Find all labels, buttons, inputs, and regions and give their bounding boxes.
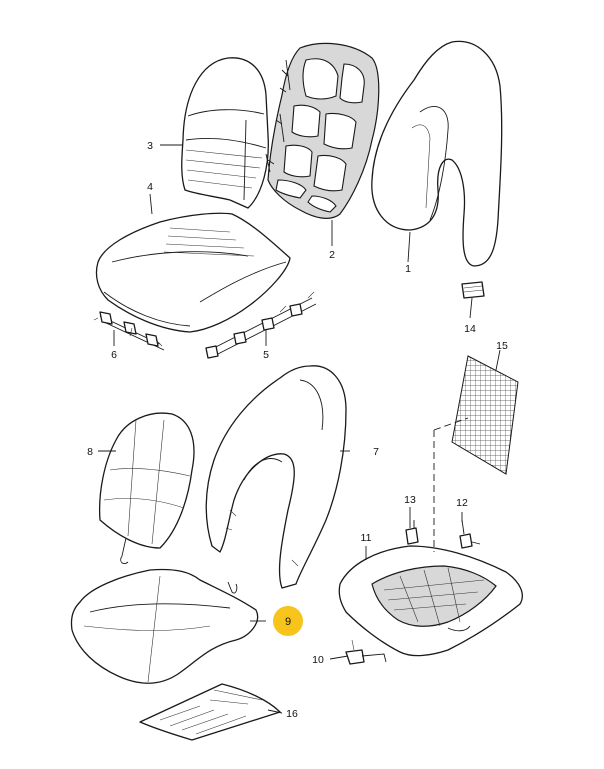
callout-label: 8 — [87, 446, 93, 458]
callout-15[interactable]: 15 — [496, 340, 508, 352]
part-10-lever[interactable] — [345, 639, 387, 665]
part-2-backrest-frame[interactable] — [265, 42, 380, 219]
part-11-seat-frame[interactable] — [338, 545, 523, 657]
callout-label: 9 — [285, 616, 291, 628]
callout-8[interactable]: 8 — [87, 446, 93, 458]
callout-7[interactable]: 7 — [373, 446, 379, 458]
callout-4[interactable]: 4 — [147, 181, 153, 193]
callout-label: 6 — [111, 349, 117, 361]
callout-label: 5 — [263, 349, 269, 361]
callout-14[interactable]: 14 — [464, 323, 476, 335]
assembly-line — [433, 417, 469, 552]
callout-6[interactable]: 6 — [111, 349, 117, 361]
callout-label: 10 — [312, 654, 324, 666]
part-16-seat-heating-pad[interactable] — [139, 683, 281, 741]
callout-16[interactable]: 16 — [286, 708, 298, 720]
part-9-seat-cushion[interactable] — [70, 568, 259, 684]
callout-13[interactable]: 13 — [404, 494, 416, 506]
callout-label: 4 — [147, 181, 153, 193]
part-12-connector[interactable] — [459, 519, 481, 549]
callout-12[interactable]: 12 — [456, 497, 468, 509]
callout-3[interactable]: 3 — [147, 140, 153, 152]
leader-lines — [98, 144, 501, 714]
callout-9-highlighted[interactable]: 9 — [273, 606, 303, 636]
callout-label: 16 — [286, 708, 298, 720]
callout-label: 14 — [464, 323, 476, 335]
part-14-clip[interactable] — [461, 281, 485, 299]
part-5-clip-rail[interactable] — [205, 291, 317, 359]
part-1-backrest-cover[interactable] — [371, 40, 503, 267]
callout-10[interactable]: 10 — [312, 654, 324, 666]
callout-label: 1 — [405, 263, 411, 275]
callout-5[interactable]: 5 — [263, 349, 269, 361]
callout-label: 2 — [329, 249, 335, 261]
callout-1[interactable]: 1 — [405, 263, 411, 275]
part-8-backrest-cushion[interactable] — [98, 412, 195, 565]
highlight-marker — [273, 606, 303, 636]
callout-label: 11 — [361, 532, 372, 544]
part-7-backrest-cover[interactable] — [205, 365, 347, 589]
part-6-clip-rail[interactable] — [93, 311, 165, 351]
callout-2[interactable]: 2 — [329, 249, 335, 261]
part-15-heating-mat[interactable] — [451, 355, 519, 475]
callout-label: 13 — [404, 494, 416, 506]
part-3-backrest-cushion[interactable] — [181, 57, 269, 209]
part-4-seat-cushion[interactable] — [95, 212, 291, 333]
callout-label: 12 — [456, 497, 468, 509]
callout-label: 7 — [373, 446, 379, 458]
callout-label: 3 — [147, 140, 153, 152]
part-13-fastener[interactable] — [405, 520, 419, 545]
callout-label: 15 — [496, 340, 508, 352]
callout-11[interactable]: 11 — [361, 532, 372, 544]
